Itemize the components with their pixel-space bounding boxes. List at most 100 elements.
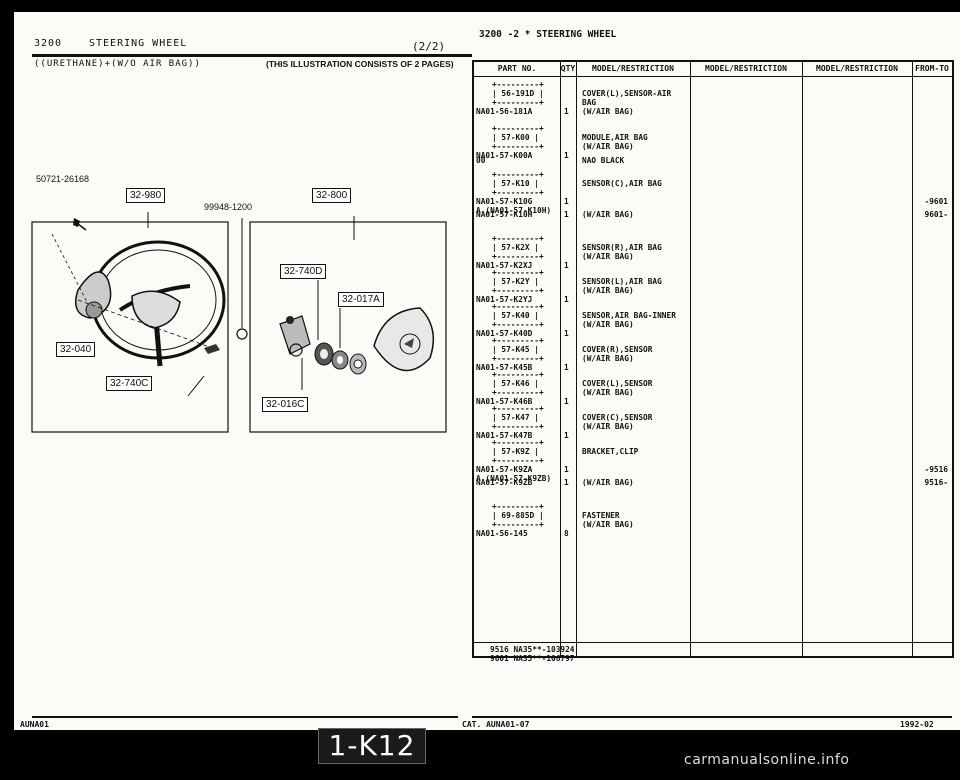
quantity: 1 bbox=[564, 465, 569, 474]
part-description: BRACKET,CLIP bbox=[582, 447, 639, 456]
part-description: (W/AIR BAG) bbox=[582, 354, 634, 363]
serial-line: 9601 NA35**-106797 bbox=[490, 654, 575, 663]
quantity: 1 bbox=[564, 151, 569, 160]
quantity: 1 bbox=[564, 478, 569, 487]
part-number: NA01-57-K46B bbox=[476, 397, 533, 406]
catalog-code: AUNA01 bbox=[20, 720, 49, 729]
col-model-restriction: MODEL/RESTRICTION bbox=[816, 64, 898, 73]
section-code: 3200 bbox=[34, 38, 63, 49]
part-description: (W/AIR BAG) bbox=[582, 478, 634, 487]
from-to: 9601- bbox=[924, 210, 948, 219]
part-description: (W/AIR BAG) bbox=[582, 252, 634, 261]
part-number: NA01-57-K47B bbox=[476, 431, 533, 440]
ref-box: +---------+ | 57-K2Y | +---------+ bbox=[492, 268, 544, 295]
ref-box: +---------+ | 57-K46 | +---------+ bbox=[492, 370, 544, 397]
page-indicator: (2/2) bbox=[412, 40, 446, 53]
part-number: NA01-57-K2YJ bbox=[476, 295, 533, 304]
part-description: NAO BLACK bbox=[582, 156, 625, 165]
part-number: NA01-57-K10G bbox=[476, 197, 533, 206]
from-to: -9516 bbox=[924, 465, 948, 474]
part-number: NA01-57-K45B bbox=[476, 363, 533, 372]
part-callout: 50721-26168 bbox=[36, 174, 90, 184]
part-description: (W/AIR BAG) bbox=[582, 520, 634, 529]
column-rule bbox=[560, 62, 561, 656]
page-number-badge: 1-K12 bbox=[318, 728, 426, 764]
steering-wheel-illustration bbox=[31, 212, 447, 433]
part-description: SENSOR(C),AIR BAG bbox=[582, 179, 662, 188]
ref-tag[interactable]: 32-740D bbox=[280, 264, 327, 279]
section-name: STEERING WHEEL bbox=[89, 38, 188, 49]
quantity: 1 bbox=[564, 197, 569, 206]
parts-table: PART NO. QTY MODEL/RESTRICTION MODEL/RES… bbox=[472, 60, 954, 663]
col-model-restriction: MODEL/RESTRICTION bbox=[705, 64, 787, 73]
column-rule bbox=[576, 62, 577, 656]
column-rule bbox=[690, 62, 691, 656]
catalog-title: 3200 -2 * STEERING WHEEL bbox=[479, 29, 617, 40]
ref-tag[interactable]: 32-740C bbox=[106, 376, 153, 391]
ref-box: +---------+ | 56-191D | +---------+ bbox=[492, 80, 544, 107]
part-description: BAG bbox=[582, 98, 597, 107]
quantity: 1 bbox=[564, 295, 569, 304]
part-callout: 99948-1200 bbox=[204, 202, 253, 212]
part-number: NA01-57-K40D bbox=[476, 329, 533, 338]
quantity: 1 bbox=[564, 397, 569, 406]
ref-box: +---------+ | 57-K40 | +---------+ bbox=[492, 302, 544, 329]
ref-tag[interactable]: 32-016C bbox=[262, 397, 309, 412]
part-number: NA01-57-K9ZB bbox=[476, 478, 533, 487]
part-description: COVER(L),SENSOR-AIR bbox=[582, 89, 672, 98]
quantity: 1 bbox=[564, 210, 569, 219]
part-description: (W/AIR BAG) bbox=[582, 142, 634, 151]
column-rule bbox=[802, 62, 803, 656]
part-description: COVER(L),SENSOR bbox=[582, 379, 653, 388]
part-description: COVER(R),SENSOR bbox=[582, 345, 653, 354]
part-description: SENSOR(R),AIR BAG bbox=[582, 243, 662, 252]
part-number: NA01-57-K2XJ bbox=[476, 261, 533, 270]
quantity: 1 bbox=[564, 329, 569, 338]
part-description: (W/AIR BAG) bbox=[582, 320, 634, 329]
part-number: NA01-57-K9ZA bbox=[476, 465, 533, 474]
ref-box: +---------+ | 57-K45 | +---------+ bbox=[492, 336, 544, 363]
catalog-date: 1992-02 bbox=[900, 720, 934, 729]
part-number: NA01-56-145 bbox=[476, 529, 528, 538]
ref-box: +---------+ | 57-K9Z | +---------+ bbox=[492, 438, 544, 465]
illustration-subtitle: ((URETHANE)+(W/O AIR BAG)) bbox=[34, 59, 201, 69]
footer-divider bbox=[472, 716, 952, 718]
col-from-to: FROM-TO bbox=[915, 64, 949, 73]
ref-box: +---------+ | 57-K00 | +---------+ bbox=[492, 124, 544, 151]
part-number: NA01-56-181A bbox=[476, 107, 533, 116]
illustration-note: (THIS ILLUSTRATION CONSISTS OF 2 PAGES) bbox=[266, 59, 454, 69]
part-description: SENSOR(L),AIR BAG bbox=[582, 277, 662, 286]
catalog-page: 3200 STEERING WHEEL (2/2) ((URETHANE)+(W… bbox=[14, 12, 960, 730]
part-description: (W/AIR BAG) bbox=[582, 286, 634, 295]
ref-tag[interactable]: 32-017A bbox=[338, 292, 384, 307]
screw-icon bbox=[73, 218, 87, 231]
ref-tag[interactable]: 32-800 bbox=[312, 188, 352, 203]
ref-tag[interactable]: 32-040 bbox=[56, 342, 96, 357]
from-to: -9601 bbox=[924, 197, 948, 206]
col-model-restriction: MODEL/RESTRICTION bbox=[592, 64, 674, 73]
part-description: FASTENER bbox=[582, 511, 620, 520]
part-description: (W/AIR BAG) bbox=[582, 210, 634, 219]
col-qty: QTY bbox=[560, 64, 576, 73]
serial-notes: 9516 NA35**-103924 9601 NA35**-106797 bbox=[474, 642, 952, 663]
header-divider bbox=[32, 54, 472, 57]
footer-divider bbox=[32, 716, 458, 718]
column-rule bbox=[912, 62, 913, 656]
quantity: 1 bbox=[564, 363, 569, 372]
ref-box: +---------+ | 69-885D | +---------+ bbox=[492, 502, 544, 529]
part-number: NA01-57-K00A bbox=[476, 151, 533, 160]
from-to: 9516- bbox=[924, 478, 948, 487]
ref-box: +---------+ | 57-K10 | +---------+ bbox=[492, 170, 544, 197]
ref-tag[interactable]: 32-980 bbox=[126, 188, 166, 203]
quantity: 1 bbox=[564, 261, 569, 270]
quantity: 8 bbox=[564, 529, 569, 538]
quantity: 1 bbox=[564, 431, 569, 440]
part-description: (W/AIR BAG) bbox=[582, 388, 634, 397]
watermark: carmanualsonline.info bbox=[684, 752, 850, 768]
col-part-no: PART NO. bbox=[497, 64, 537, 73]
part-description: SENSOR,AIR BAG-INNER bbox=[582, 311, 676, 320]
table-header: PART NO. QTY MODEL/RESTRICTION MODEL/RES… bbox=[474, 62, 952, 77]
part-description: MODULE,AIR BAG bbox=[582, 133, 648, 142]
ref-box: +---------+ | 57-K47 | +---------+ bbox=[492, 404, 544, 431]
catalog-number: CAT. AUNA01-07 bbox=[462, 720, 530, 729]
